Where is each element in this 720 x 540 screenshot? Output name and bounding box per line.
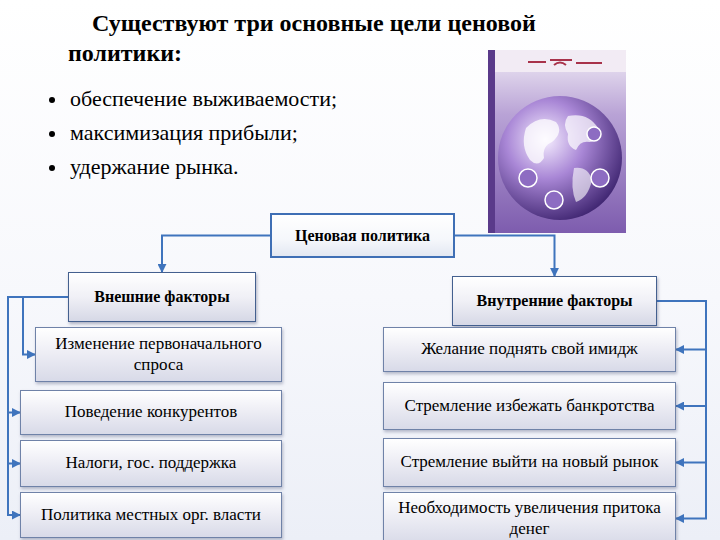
cover (488, 50, 626, 233)
box-text: Внутренние факторы (476, 291, 632, 310)
factor-box: Изменение первоначального спроса (35, 327, 282, 382)
book-cover-illustration (488, 50, 626, 233)
box-text: Желание поднять свой имидж (421, 339, 638, 359)
box-text: Изменение первоначального спроса (44, 334, 273, 375)
factor-box: Необходимость увеличения притока денег (383, 492, 676, 540)
bullet-dot (49, 165, 55, 171)
box-text: Налоги, гос. поддержка (66, 453, 237, 473)
coin (591, 169, 609, 187)
bullet-item: максимизация прибыли; (48, 116, 298, 150)
factor-box: Желание поднять свой имидж (383, 327, 676, 372)
factor-box: Стремление выйти на новый рынок (383, 438, 676, 487)
coin (587, 127, 601, 141)
continent (572, 168, 592, 202)
factor-box: Политика местных орг. власти (20, 492, 282, 538)
bullet-item: удержание рынка. (48, 150, 239, 184)
bullet-text: максимизация прибыли; (70, 120, 298, 145)
arrow-connector (455, 236, 555, 277)
root-box: Ценовая политика (270, 213, 455, 258)
group-box: Внешние факторы (68, 272, 256, 322)
coin (519, 169, 537, 187)
box-text: Поведение конкурентов (65, 402, 238, 422)
factor-box: Стремление избежать банкротства (383, 382, 676, 430)
box-text: Внешние факторы (94, 287, 229, 306)
box-text: Ценовая политика (295, 226, 430, 245)
globe (498, 96, 622, 220)
bullet-text: удержание рынка. (70, 154, 239, 179)
box-text: Стремление выйти на новый рынок (401, 452, 659, 472)
connector-group (8, 236, 706, 519)
title-ornament (528, 60, 602, 65)
bullet-text: обеспечение выживаемости; (70, 86, 337, 111)
bullet-dot (49, 97, 55, 103)
factor-box: Налоги, гос. поддержка (20, 440, 282, 487)
group-box: Внутренние факторы (452, 276, 657, 326)
coin (545, 191, 563, 209)
spine (488, 50, 495, 233)
arrow-connector (162, 236, 270, 273)
slide-heading: Существуют три основные цели ценовой пол… (68, 8, 616, 68)
cover-band (495, 50, 626, 72)
box-text: Необходимость увеличения притока денег (392, 498, 667, 539)
bullet-item: обеспечение выживаемости; (48, 82, 337, 116)
box-text: Стремление избежать банкротства (405, 396, 655, 416)
factor-box: Поведение конкурентов (20, 390, 282, 435)
continent (524, 119, 559, 163)
box-text: Политика местных орг. власти (41, 505, 261, 525)
bullet-dot (49, 131, 55, 137)
